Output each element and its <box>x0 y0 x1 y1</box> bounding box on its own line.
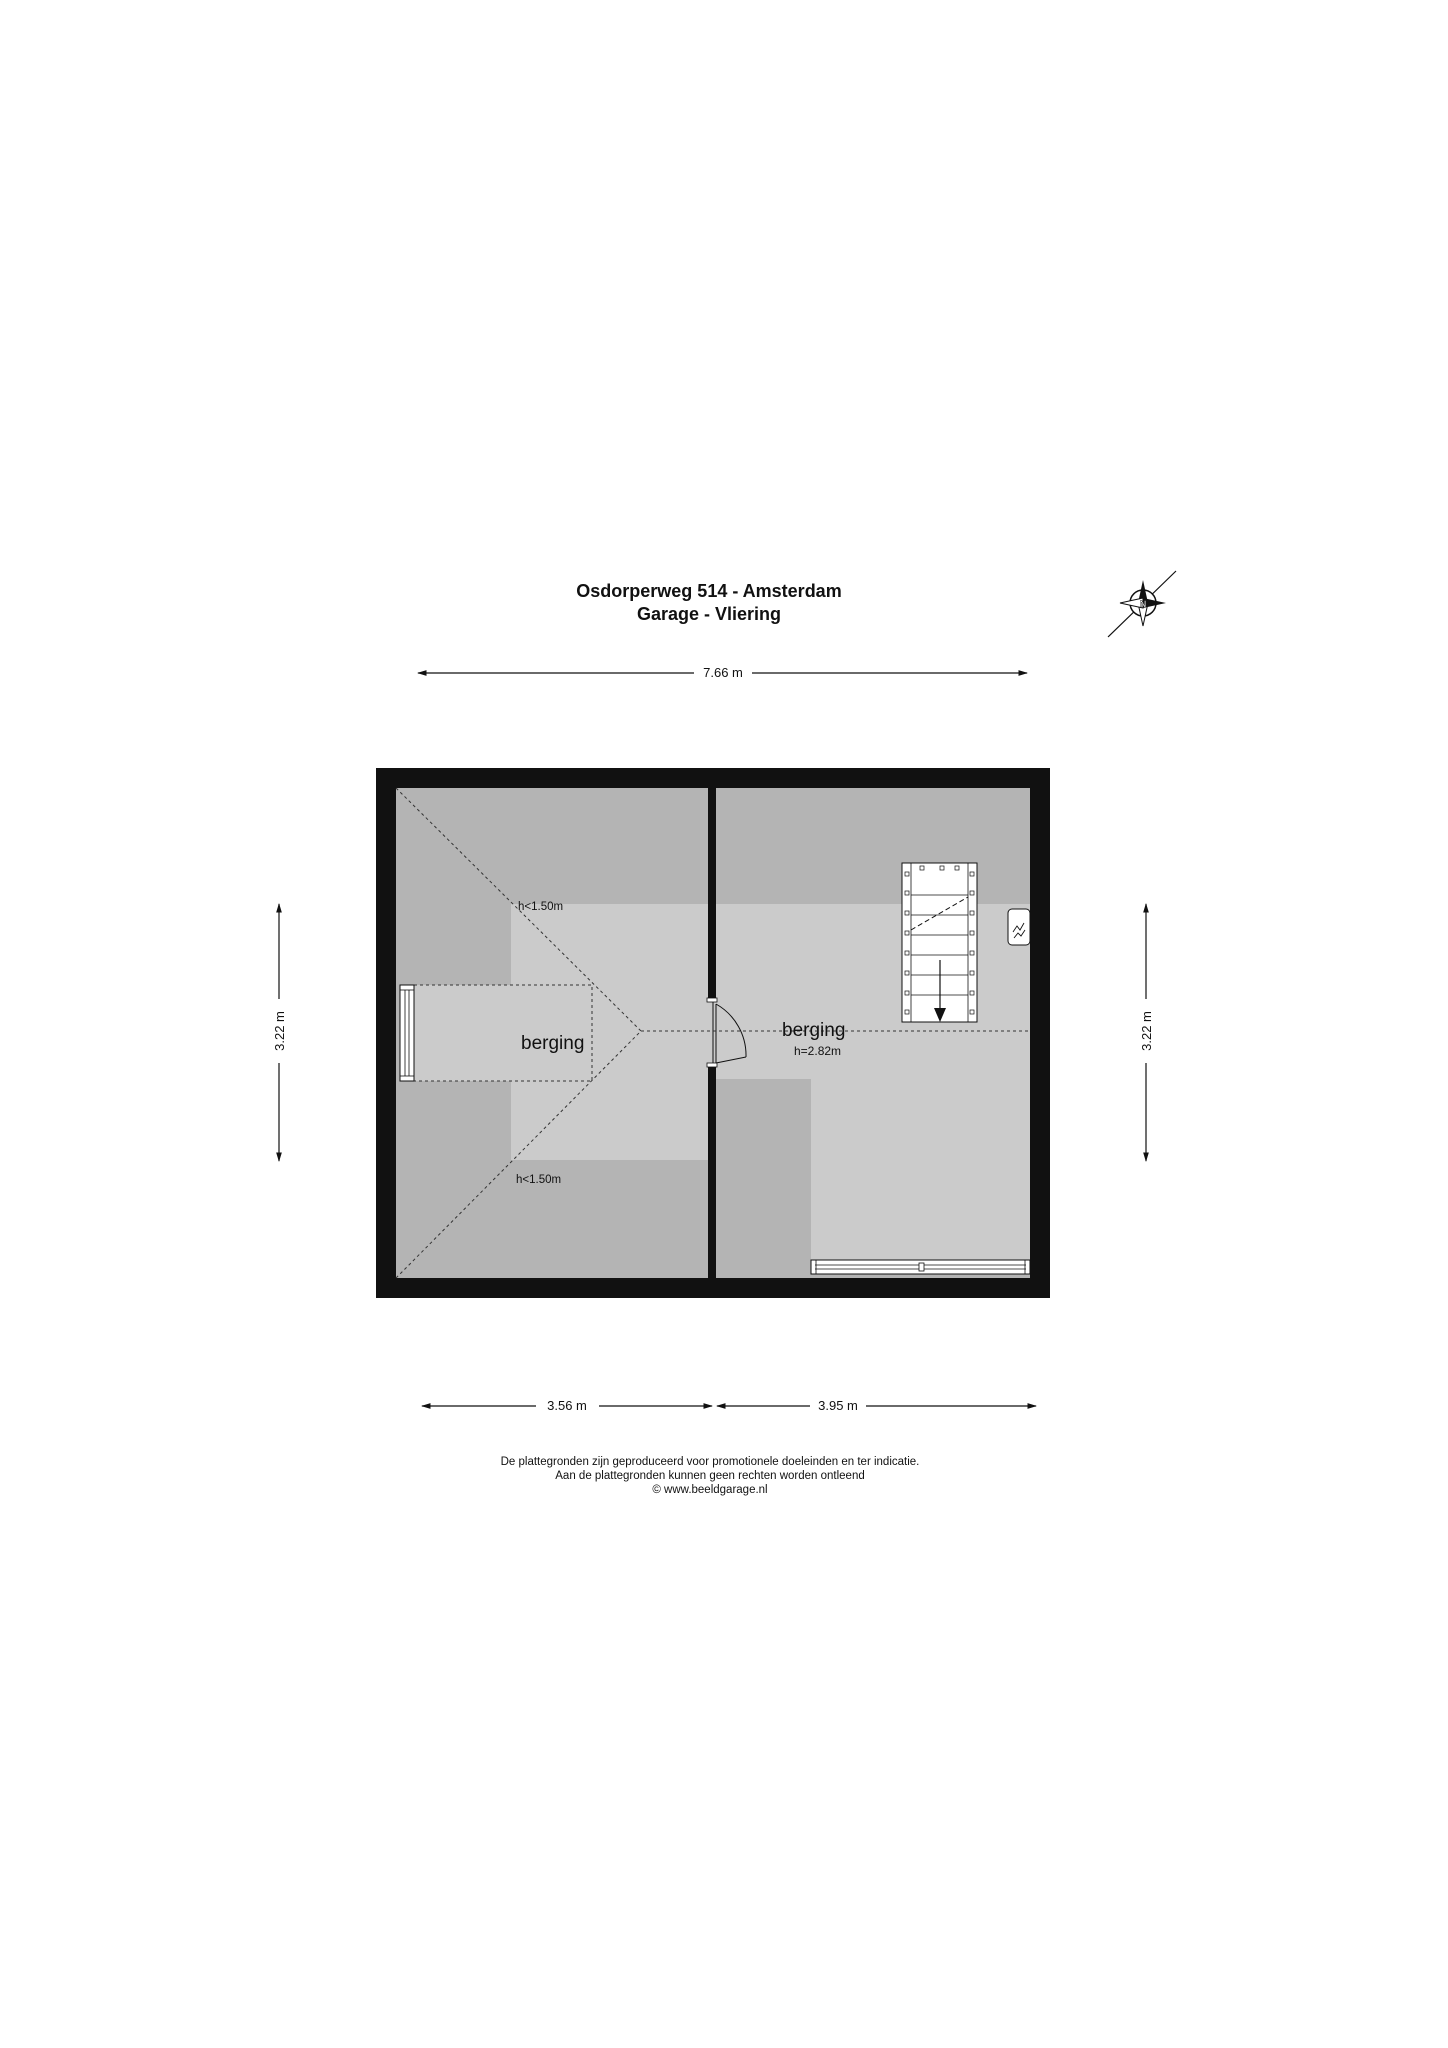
compass-letter: N <box>1140 599 1147 609</box>
dimension-right-label: 3.22 m <box>1139 1011 1154 1051</box>
dimension-bottom-right: 3.95 m <box>716 1398 1037 1413</box>
dimension-top: 7.66 m <box>417 665 1028 680</box>
boiler-icon <box>1007 908 1031 946</box>
dimension-right: 3.22 m <box>1139 903 1154 1162</box>
left-room-height-bottom: h<1.50m <box>516 1174 561 1186</box>
copyright-link[interactable]: © www.beeldgarage.nl <box>652 1484 767 1496</box>
dimension-left: 3.22 m <box>272 903 287 1162</box>
door-swing-icon[interactable] <box>706 997 747 1068</box>
left-room-height-top: h<1.50m <box>518 901 563 913</box>
dimension-top-label: 7.66 m <box>703 665 743 680</box>
plan-subtitle: Garage - Vliering <box>637 604 781 624</box>
right-room-name: berging <box>782 1020 845 1041</box>
right-room-high-zone <box>716 904 1030 1079</box>
skylight-icon <box>810 1259 1031 1280</box>
roof-slope-lines <box>395 787 1030 1279</box>
right-room-low-corner <box>716 1160 811 1278</box>
disclaimer-line-2: Aan de plattegronden kunnen geen rechten… <box>555 1470 864 1482</box>
right-room-height: h=2.82m <box>794 1044 841 1058</box>
dimension-bottom-left: 3.56 m <box>421 1398 713 1413</box>
dimension-bottom-right-label: 3.95 m <box>818 1398 858 1413</box>
left-room-dormer-zone <box>414 985 592 1081</box>
dimension-left-label: 3.22 m <box>272 1011 287 1051</box>
skylight-icon <box>399 984 415 1082</box>
compass-north-icon: N <box>1107 570 1177 638</box>
right-room-lower-zone <box>811 1079 1030 1260</box>
left-room-name: berging <box>521 1033 584 1054</box>
dimension-bottom-left-label: 3.56 m <box>547 1398 587 1413</box>
disclaimer-line-1: De plattegronden zijn geproduceerd voor … <box>501 1456 920 1468</box>
plan-title: Osdorperweg 514 - Amsterdam <box>576 581 841 601</box>
stairs-icon[interactable] <box>901 862 978 1023</box>
